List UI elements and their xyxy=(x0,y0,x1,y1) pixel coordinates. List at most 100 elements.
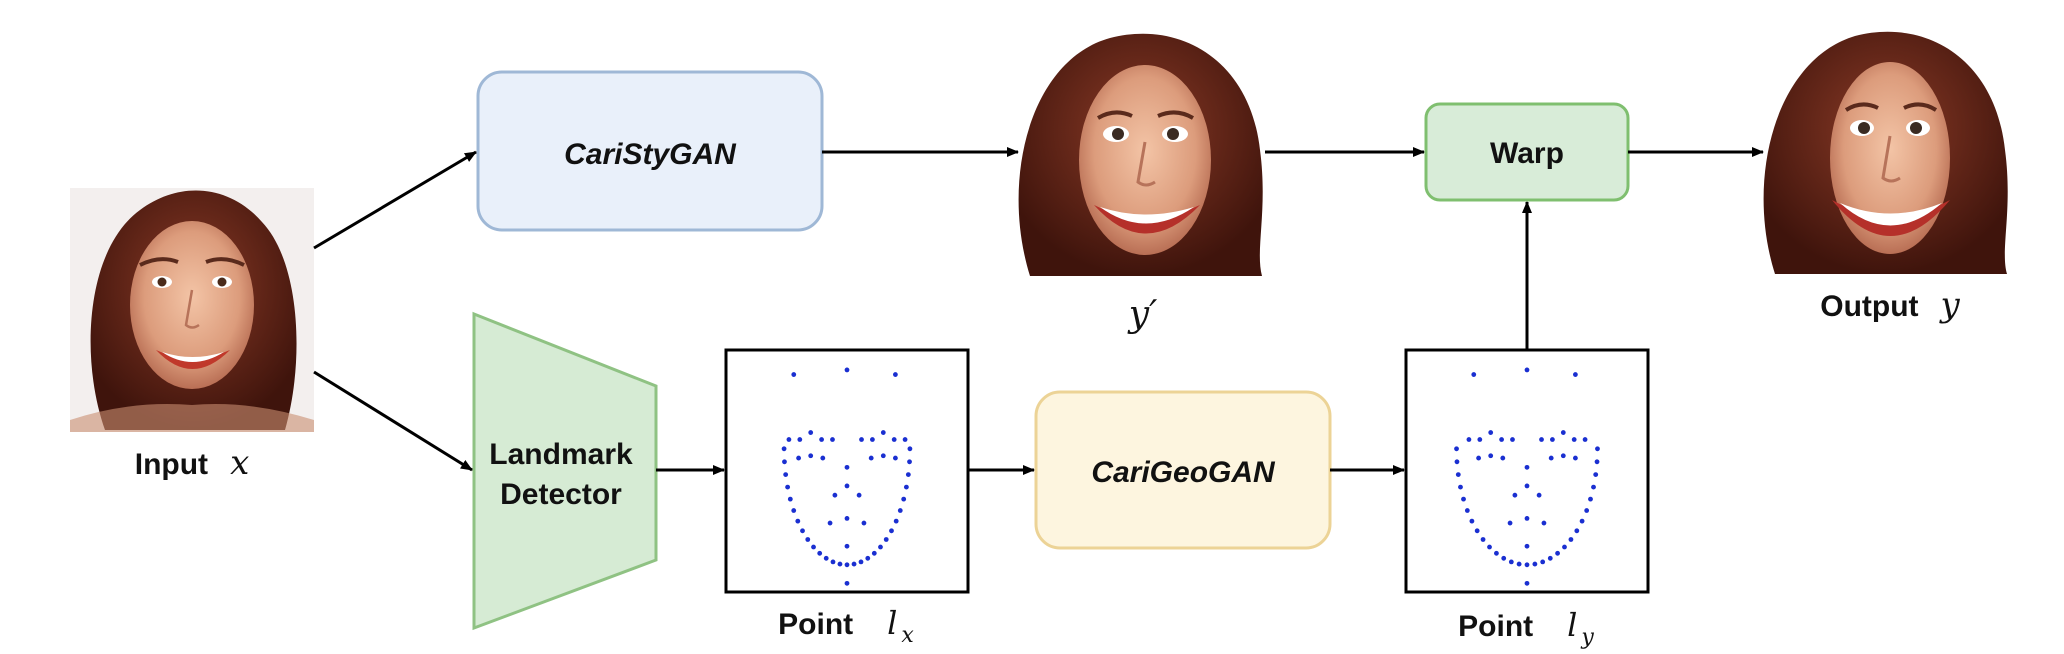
landmark-dot xyxy=(844,580,850,586)
landmark-dot xyxy=(1454,446,1459,452)
landmark-dot xyxy=(851,561,857,567)
landmark-dot xyxy=(858,559,864,565)
point-ly-box xyxy=(1404,348,1650,594)
point-lx-label: Point l x xyxy=(778,604,914,648)
landmark-dot xyxy=(1536,492,1542,498)
point-lx-landmarks xyxy=(781,367,913,586)
landmark-dot xyxy=(1466,437,1472,442)
landmark-dot xyxy=(1488,430,1494,435)
landmark-dot xyxy=(1573,372,1578,377)
landmark-dot xyxy=(1508,559,1514,565)
landmark-dot xyxy=(1516,561,1522,567)
landmark-dot xyxy=(868,455,874,461)
landmark-dot xyxy=(823,555,829,561)
landmark-dot xyxy=(782,459,787,465)
landmark-dot xyxy=(880,430,886,435)
landmark-dot xyxy=(1547,555,1553,561)
landmark-detector-label-line1: Landmark xyxy=(489,438,633,471)
landmark-dot xyxy=(1532,561,1538,567)
landmark-dot xyxy=(1480,537,1486,542)
landmark-dot xyxy=(844,464,850,470)
landmark-dot xyxy=(791,508,797,513)
landmark-dot xyxy=(1487,544,1492,550)
landmark-dot xyxy=(1464,508,1470,513)
landmark-dot xyxy=(1474,528,1480,534)
landmark-dot xyxy=(1562,544,1567,550)
landmark-dot xyxy=(785,484,791,490)
landmark-dot xyxy=(1593,472,1599,478)
landmark-dot xyxy=(891,437,897,442)
landmark-dot xyxy=(796,455,801,461)
landmark-dot xyxy=(1579,518,1585,524)
landmark-dot xyxy=(1476,455,1481,461)
landmark-dot xyxy=(820,455,826,461)
landmark-dot xyxy=(1510,437,1515,442)
landmark-detector-label-line2: Detector xyxy=(500,478,622,511)
landmark-dot xyxy=(907,446,913,452)
landmark-dot xyxy=(1524,516,1530,521)
landmark-dot xyxy=(811,544,816,550)
warp-label: Warp xyxy=(1490,137,1564,170)
landmark-dot xyxy=(781,446,787,452)
landmark-dot xyxy=(819,437,824,442)
landmark-dot xyxy=(844,367,850,373)
landmark-dot xyxy=(797,437,803,442)
landmark-dot xyxy=(1550,437,1555,442)
landmark-dot xyxy=(878,544,883,550)
landmark-dot xyxy=(786,437,792,442)
landmark-dot xyxy=(1524,367,1530,373)
yprime-label: y′ xyxy=(1127,294,1158,335)
landmark-dot xyxy=(1588,496,1593,502)
landmark-dot xyxy=(817,550,823,556)
landmark-dot xyxy=(893,455,898,461)
caristygan-label: CariStyGAN xyxy=(564,138,737,171)
point-ly-landmarks xyxy=(1454,367,1600,586)
landmark-dot xyxy=(827,520,833,526)
landmark-dot xyxy=(907,459,912,465)
landmark-dot xyxy=(1494,550,1499,556)
landmark-dot xyxy=(1501,555,1507,561)
landmark-dot xyxy=(859,437,864,442)
landmark-dot xyxy=(805,537,811,542)
carigeogan-label: CariGeoGAN xyxy=(1091,456,1276,489)
landmark-dot xyxy=(1507,520,1513,526)
landmark-dot xyxy=(832,492,838,498)
landmark-dot xyxy=(901,496,907,502)
landmark-dot xyxy=(893,518,899,524)
landmark-dot xyxy=(1541,520,1547,526)
landmark-dot xyxy=(795,518,801,524)
landmark-dot xyxy=(902,437,908,442)
point-lx-box xyxy=(724,348,970,594)
output-caricature-image xyxy=(1763,28,2012,274)
landmark-dot xyxy=(870,437,875,442)
landmark-dot xyxy=(1591,484,1596,490)
landmark-dot xyxy=(1571,437,1577,442)
landmark-dot xyxy=(844,483,850,489)
landmark-dot xyxy=(861,520,867,526)
landmark-dot xyxy=(1488,453,1494,459)
landmark-dot xyxy=(1574,528,1580,534)
landmark-dot xyxy=(865,555,871,561)
landmark-dot xyxy=(808,453,814,459)
landmark-dot xyxy=(1595,446,1600,452)
landmark-dot xyxy=(1582,437,1588,442)
landmark-dot xyxy=(1469,518,1475,524)
landmark-dot xyxy=(1584,508,1590,513)
landmark-dot xyxy=(1560,430,1566,435)
landmark-dot xyxy=(837,561,843,567)
landmark-dot xyxy=(897,508,903,513)
landmark-dot xyxy=(791,372,797,377)
landmark-dot xyxy=(889,528,894,534)
landmark-dot xyxy=(844,516,850,521)
landmark-dot xyxy=(1524,562,1530,568)
landmark-dot xyxy=(1539,437,1544,442)
landmark-dot xyxy=(1540,559,1546,565)
landmark-dot xyxy=(1548,455,1554,461)
landmark-dot xyxy=(1477,437,1483,442)
landmark-dot xyxy=(1454,459,1460,465)
landmark-dot xyxy=(830,437,835,442)
arrow-input-to-caristygan xyxy=(313,150,477,250)
landmark-dot xyxy=(1461,496,1466,502)
landmark-dot xyxy=(903,484,909,490)
